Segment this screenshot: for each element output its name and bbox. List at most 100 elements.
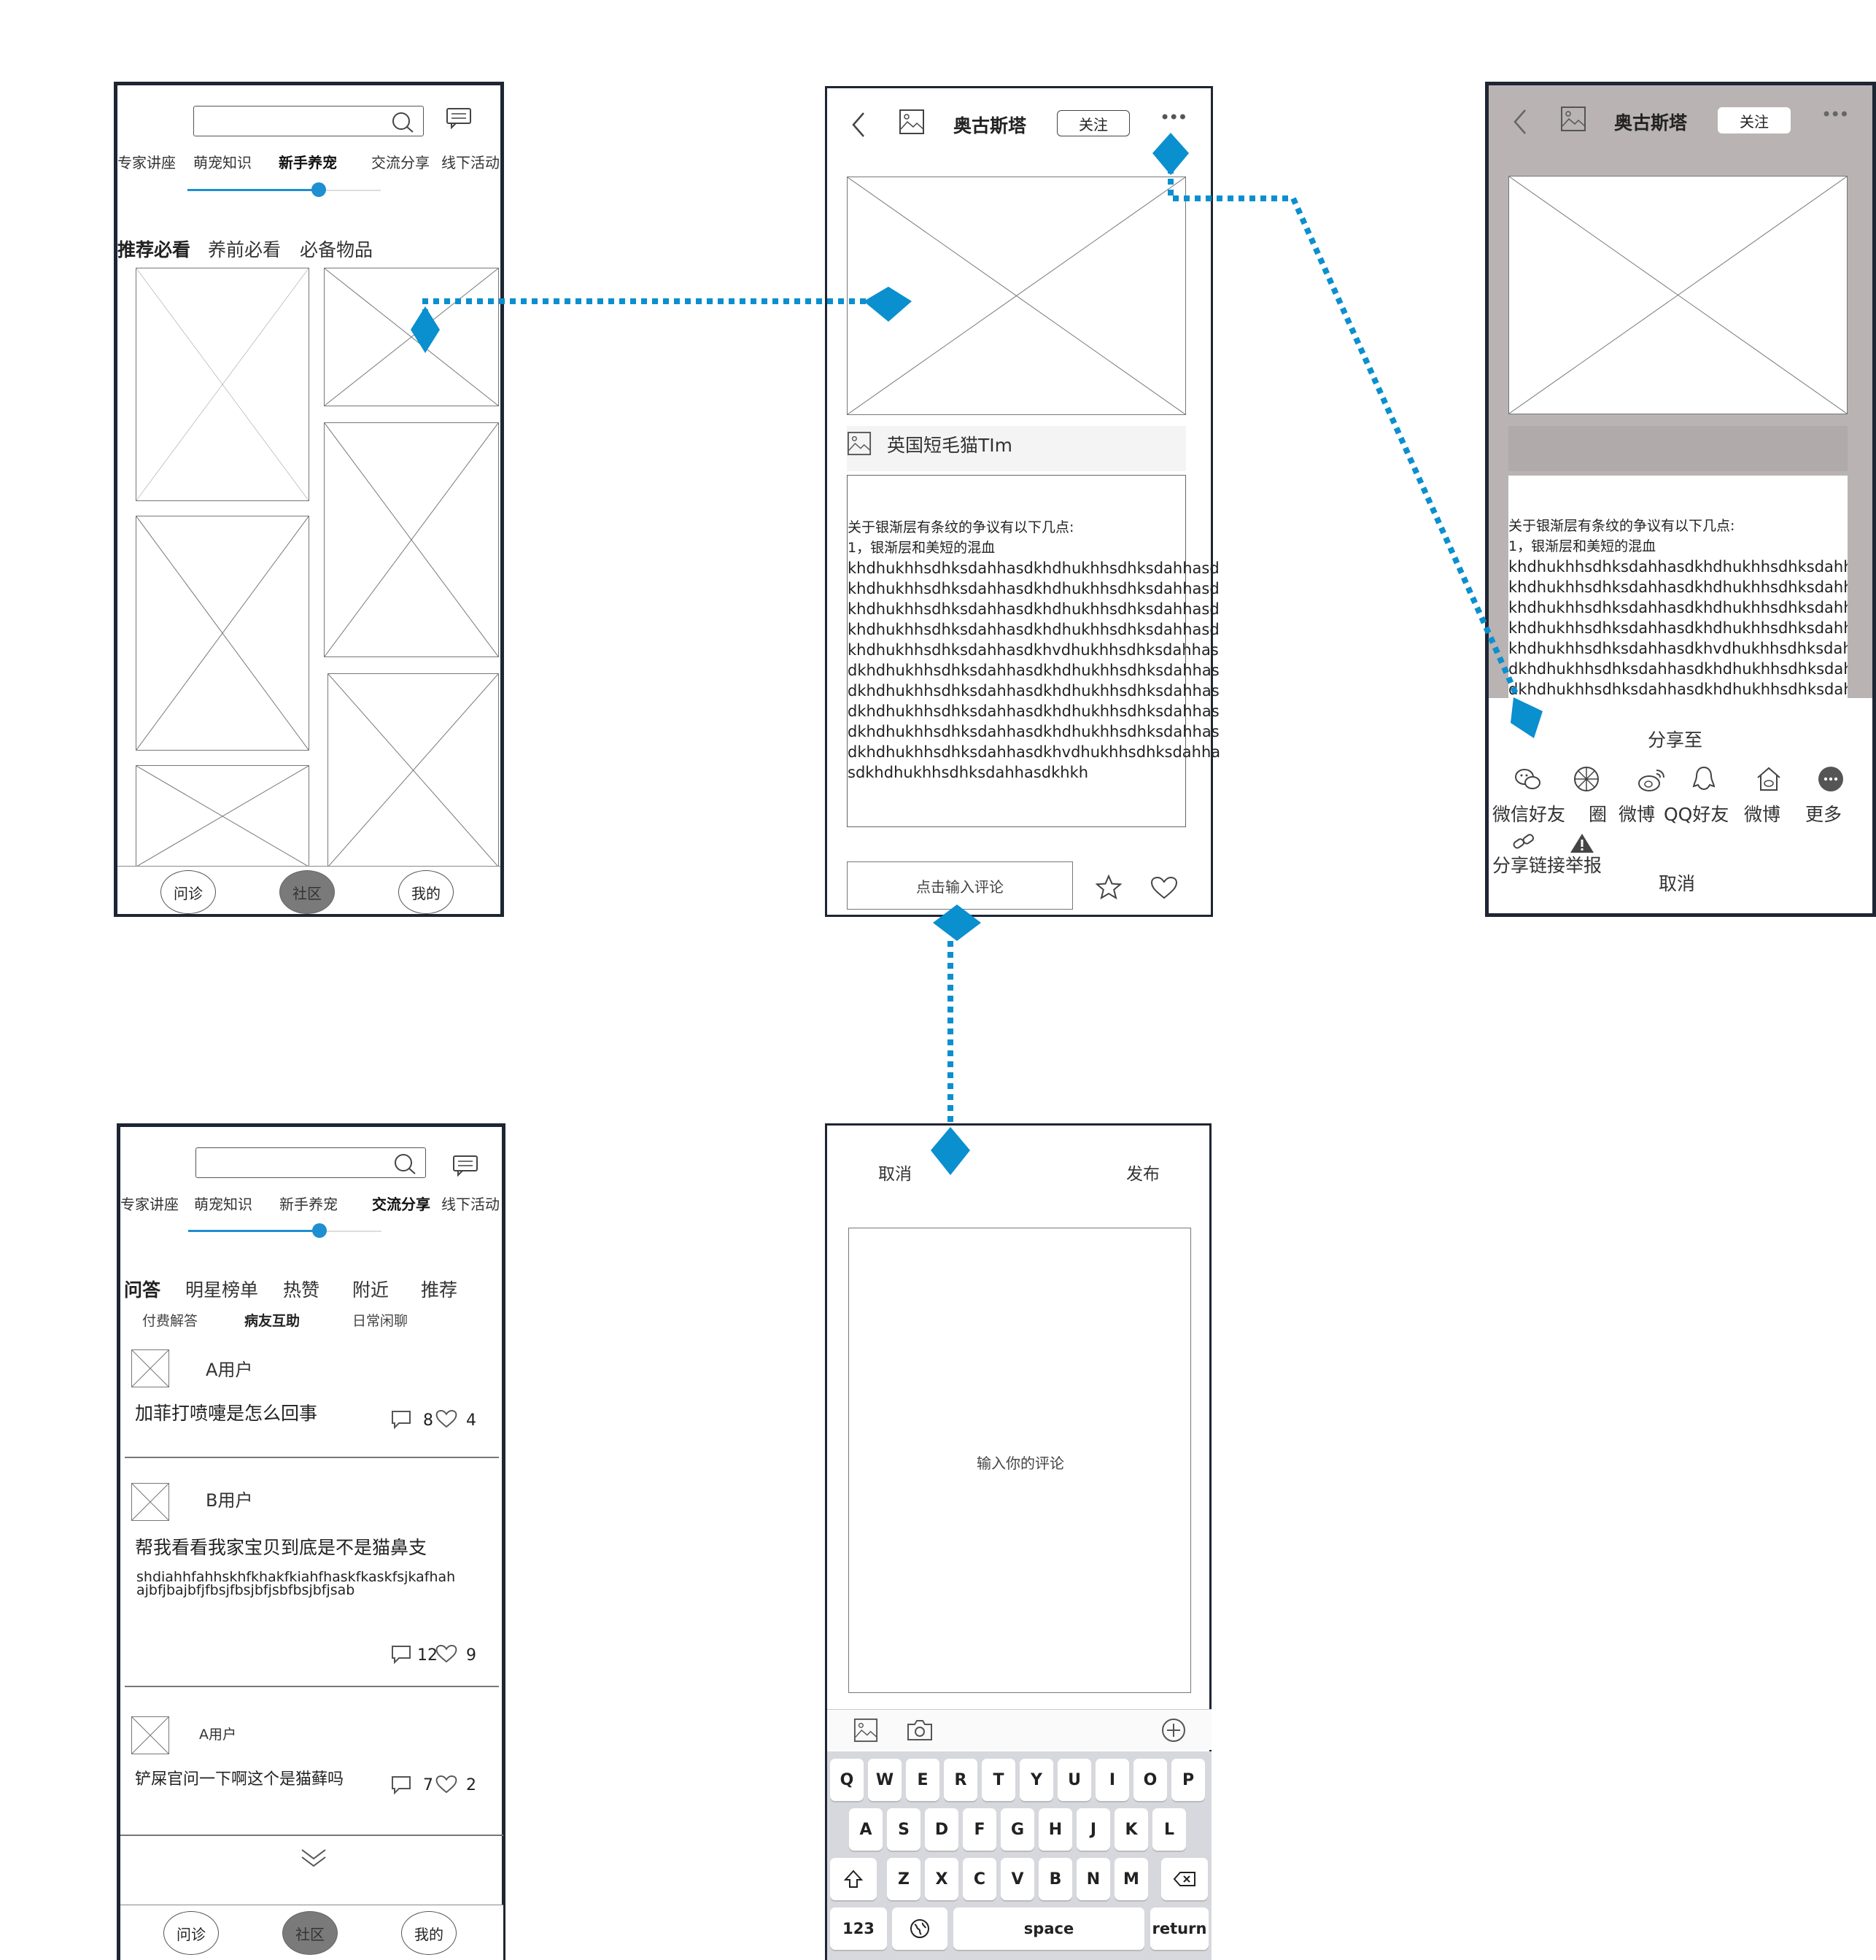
image-placeholder[interactable] [327, 673, 499, 867]
article-hero-image[interactable] [847, 177, 1186, 415]
key-space[interactable]: space [953, 1907, 1144, 1950]
message-icon[interactable] [446, 107, 472, 129]
key-z[interactable]: Z [887, 1858, 920, 1900]
filter-peer[interactable]: 病友互助 [244, 1313, 301, 1329]
tab-newbie[interactable]: 新手养宠 [279, 1196, 338, 1213]
image-placeholder-linked[interactable] [324, 268, 499, 406]
author-name[interactable]: 奥古斯塔 [953, 115, 1027, 136]
key-s[interactable]: S [887, 1808, 920, 1851]
chevron-down-icon[interactable] [299, 1845, 328, 1870]
heart-icon[interactable] [1150, 876, 1178, 899]
key-g[interactable]: G [1001, 1808, 1034, 1851]
image-placeholder[interactable] [136, 516, 309, 751]
more-icon[interactable]: ••• [1160, 107, 1187, 128]
tab-offline[interactable]: 线下活动 [441, 154, 500, 171]
heart-icon[interactable] [435, 1644, 457, 1663]
heart-icon[interactable] [435, 1775, 457, 1794]
tab-expert[interactable]: 专家讲座 [117, 154, 176, 171]
tab-expert[interactable]: 专家讲座 [120, 1196, 179, 1213]
tab-indicator-knob[interactable] [311, 182, 326, 197]
filter-paid[interactable]: 付费解答 [142, 1313, 198, 1329]
backspace-key[interactable] [1161, 1858, 1208, 1900]
key-u[interactable]: U [1058, 1759, 1091, 1801]
back-icon[interactable] [1511, 107, 1528, 136]
post-user[interactable]: B用户 [206, 1490, 253, 1511]
key-123[interactable]: 123 [830, 1907, 887, 1950]
tab-share[interactable]: 交流分享 [372, 1196, 430, 1213]
tab-share[interactable]: 交流分享 [371, 154, 430, 171]
subtab-essentials[interactable]: 必备物品 [300, 239, 373, 260]
comment-icon[interactable] [390, 1644, 412, 1665]
key-b[interactable]: B [1039, 1858, 1072, 1900]
search-icon[interactable] [393, 1153, 416, 1174]
key-x[interactable]: X [925, 1858, 958, 1900]
image-icon[interactable] [853, 1718, 879, 1743]
key-d[interactable]: D [925, 1808, 958, 1851]
post-title[interactable]: 加菲打喷嚏是怎么回事 [135, 1403, 318, 1424]
comment-input[interactable]: 点击输入评论 [847, 861, 1073, 910]
post-user[interactable]: A用户 [199, 1727, 236, 1743]
comment-icon[interactable] [390, 1409, 412, 1430]
post-title[interactable]: 铲屎官问一下啊这个是猫藓吗 [135, 1770, 344, 1789]
more-icon[interactable] [1817, 765, 1845, 793]
report-label[interactable]: 举报 [1565, 855, 1602, 876]
image-placeholder[interactable] [324, 422, 499, 657]
share-link-label[interactable]: 分享链接 [1492, 855, 1566, 876]
key-globe[interactable] [892, 1907, 947, 1950]
filter-chat[interactable]: 日常闲聊 [352, 1313, 408, 1329]
tab-knowledge[interactable]: 萌宠知识 [194, 1196, 252, 1213]
post-title[interactable]: 帮我看看我家宝贝到底是不是猫鼻支 [135, 1537, 427, 1558]
post-user[interactable]: A用户 [206, 1360, 253, 1380]
key-w[interactable]: W [868, 1759, 902, 1801]
avatar[interactable] [131, 1349, 169, 1387]
key-y[interactable]: Y [1020, 1759, 1053, 1801]
author-name[interactable]: 奥古斯塔 [1614, 112, 1688, 133]
nav-mine[interactable]: 我的 [401, 1911, 457, 1955]
tab-knowledge[interactable]: 萌宠知识 [193, 154, 252, 171]
tab-newbie[interactable]: 新手养宠 [279, 154, 337, 171]
moments-icon[interactable] [1573, 765, 1600, 793]
share-wechat-label[interactable]: 微信好友 [1492, 804, 1566, 825]
qq-icon[interactable] [1691, 765, 1716, 793]
key-e[interactable]: E [906, 1759, 939, 1801]
key-m[interactable]: M [1115, 1858, 1148, 1900]
cancel-button[interactable]: 取消 [878, 1165, 912, 1184]
search-input[interactable] [195, 1147, 426, 1178]
avatar[interactable] [131, 1716, 169, 1754]
link-icon[interactable] [1511, 832, 1537, 853]
follow-button[interactable]: 关注 [1057, 110, 1130, 136]
key-j[interactable]: J [1077, 1808, 1110, 1851]
key-v[interactable]: V [1001, 1858, 1034, 1900]
share-weibo2-label[interactable]: 微博 [1744, 804, 1781, 825]
share-moments-label[interactable]: 圈 [1589, 804, 1608, 825]
subtab-before-pet[interactable]: 养前必看 [208, 239, 282, 260]
image-placeholder[interactable] [136, 268, 309, 501]
heart-icon[interactable] [435, 1409, 457, 1428]
key-return[interactable]: return [1150, 1907, 1209, 1950]
nav-consult[interactable]: 问诊 [163, 1911, 219, 1955]
shift-key[interactable] [830, 1858, 877, 1900]
wechat-icon[interactable] [1514, 767, 1542, 792]
share-more-label[interactable]: 更多 [1805, 804, 1842, 825]
nav-community[interactable]: 社区 [282, 1911, 338, 1955]
key-k[interactable]: K [1115, 1808, 1148, 1851]
key-o[interactable]: O [1133, 1759, 1167, 1801]
more-icon[interactable]: ••• [1821, 104, 1849, 125]
subtab-hot[interactable]: 热赞 [283, 1279, 320, 1301]
nav-community[interactable]: 社区 [279, 870, 335, 914]
weibo-icon[interactable] [1637, 767, 1666, 792]
camera-icon[interactable] [906, 1719, 934, 1742]
warning-icon[interactable] [1569, 832, 1595, 854]
share-qq-label[interactable]: QQ好友 [1664, 804, 1729, 825]
key-q[interactable]: Q [830, 1759, 864, 1801]
nav-mine[interactable]: 我的 [398, 870, 454, 914]
message-icon[interactable] [452, 1155, 478, 1177]
comment-textarea[interactable] [848, 1228, 1191, 1693]
key-t[interactable]: T [982, 1759, 1015, 1801]
cancel-button[interactable]: 取消 [1659, 873, 1696, 894]
subtab-star-rank[interactable]: 明星榜单 [185, 1279, 259, 1301]
back-icon[interactable] [849, 110, 867, 139]
key-l[interactable]: L [1152, 1808, 1186, 1851]
key-p[interactable]: P [1171, 1759, 1205, 1801]
key-n[interactable]: N [1077, 1858, 1110, 1900]
